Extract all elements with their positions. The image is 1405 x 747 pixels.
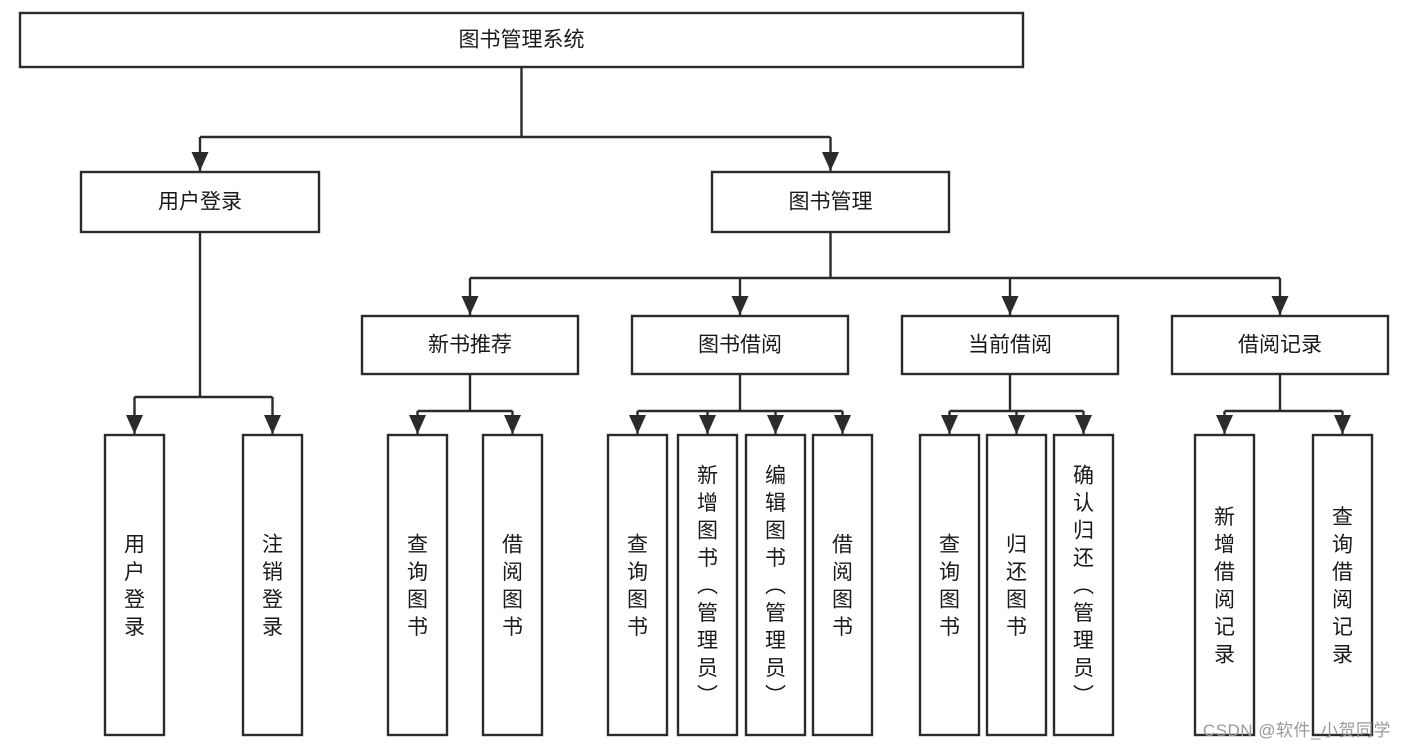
node-box-book-manage[interactable]: [710, 170, 951, 234]
node-label-leaf-query-book-2: 查询图书: [627, 533, 648, 639]
arrow-down-icon-leaf-query-borrow-record: [1334, 415, 1351, 434]
node-label-leaf-borrow-book-2: 借阅图书: [832, 533, 853, 639]
node-label-leaf-borrow-book-1: 借阅图书: [502, 533, 523, 639]
node-label-borrow-record: 借阅记录: [1238, 334, 1322, 357]
arrow-down-icon-new-book-recommend: [461, 296, 479, 315]
node-box-leaf-add-borrow-record[interactable]: [1193, 433, 1256, 737]
node-label-new-book-recommend: 新书推荐: [428, 334, 512, 357]
node-box-leaf-user-logout[interactable]: [241, 433, 304, 737]
arrow-down-icon-leaf-borrow-book-2: [834, 415, 851, 434]
arrow-down-icon-leaf-query-book-1: [409, 415, 426, 434]
node-label-leaf-query-book-1: 查询图书: [407, 533, 428, 639]
arrow-down-icon-current-borrow: [1001, 296, 1019, 315]
arrow-down-icon-leaf-confirm-return: [1075, 415, 1092, 434]
node-label-leaf-query-book-3: 查询图书: [939, 533, 960, 639]
node-label-leaf-user-login: 用户登录: [124, 533, 145, 639]
arrow-down-icon-leaf-add-borrow-record: [1216, 415, 1233, 434]
node-box-leaf-query-book-1[interactable]: [386, 433, 449, 737]
node-label-current-borrow: 当前借阅: [968, 334, 1052, 357]
arrow-down-icon-book-borrow: [731, 296, 749, 315]
node-label-root: 图书管理系统: [459, 29, 585, 52]
node-box-leaf-confirm-return[interactable]: [1052, 433, 1115, 737]
arrow-down-icon-borrow-record: [1271, 296, 1289, 315]
arrow-down-icon-leaf-return-book: [1008, 415, 1025, 434]
csdn-watermark: CSDN @软件_小贺同学: [1202, 721, 1391, 740]
arrow-down-icon-leaf-query-book-2: [629, 415, 646, 434]
connector-layer: [126, 67, 1351, 434]
arrow-down-icon-leaf-edit-book: [767, 415, 784, 434]
arrow-down-icon-leaf-add-book: [699, 415, 716, 434]
node-box-leaf-query-book-3[interactable]: [918, 433, 981, 737]
node-box-current-borrow[interactable]: [900, 314, 1120, 376]
node-box-borrow-record[interactable]: [1170, 314, 1390, 376]
node-label-book-borrow: 图书借阅: [698, 334, 782, 357]
node-box-root[interactable]: [18, 11, 1025, 69]
node-label-book-manage: 图书管理: [789, 191, 873, 214]
node-box-book-borrow[interactable]: [630, 314, 850, 376]
node-label-leaf-return-book: 归还图书: [1006, 533, 1027, 639]
node-label-user-login: 用户登录: [158, 191, 242, 214]
node-label-leaf-edit-book: 编辑图书︵管理员︶: [765, 464, 786, 707]
node-layer: 图书管理系统用户登录图书管理新书推荐图书借阅当前借阅借阅记录用户登录注销登录查询…: [18, 11, 1390, 737]
arrow-down-icon-book-manage: [822, 152, 839, 171]
node-box-leaf-return-book[interactable]: [985, 433, 1048, 737]
node-label-leaf-confirm-return: 确认归还︵管理员︶: [1073, 464, 1094, 707]
node-box-leaf-query-borrow-record[interactable]: [1311, 433, 1374, 737]
node-label-leaf-query-borrow-record: 查询借阅记录: [1332, 506, 1353, 667]
node-box-leaf-borrow-book-2[interactable]: [811, 433, 874, 737]
arrow-down-icon-user-login: [191, 152, 209, 171]
node-label-leaf-add-book: 新增图书︵管理员︶: [697, 464, 718, 707]
node-box-leaf-user-login[interactable]: [103, 433, 166, 737]
node-box-new-book-recommend[interactable]: [360, 314, 580, 376]
node-label-leaf-add-borrow-record: 新增借阅记录: [1214, 506, 1235, 667]
node-box-leaf-edit-book[interactable]: [744, 433, 807, 737]
arrow-down-icon-leaf-borrow-book-1: [504, 415, 521, 434]
arrow-down-icon-leaf-query-book-3: [941, 415, 958, 434]
arrow-down-icon-leaf-user-logout: [264, 415, 281, 434]
node-box-user-login[interactable]: [79, 170, 321, 234]
node-label-leaf-user-logout: 注销登录: [262, 533, 283, 639]
node-box-leaf-query-book-2[interactable]: [606, 433, 669, 737]
node-box-leaf-borrow-book-1[interactable]: [481, 433, 544, 737]
node-box-leaf-add-book[interactable]: [676, 433, 739, 737]
arrow-down-icon-leaf-user-login: [126, 415, 143, 434]
